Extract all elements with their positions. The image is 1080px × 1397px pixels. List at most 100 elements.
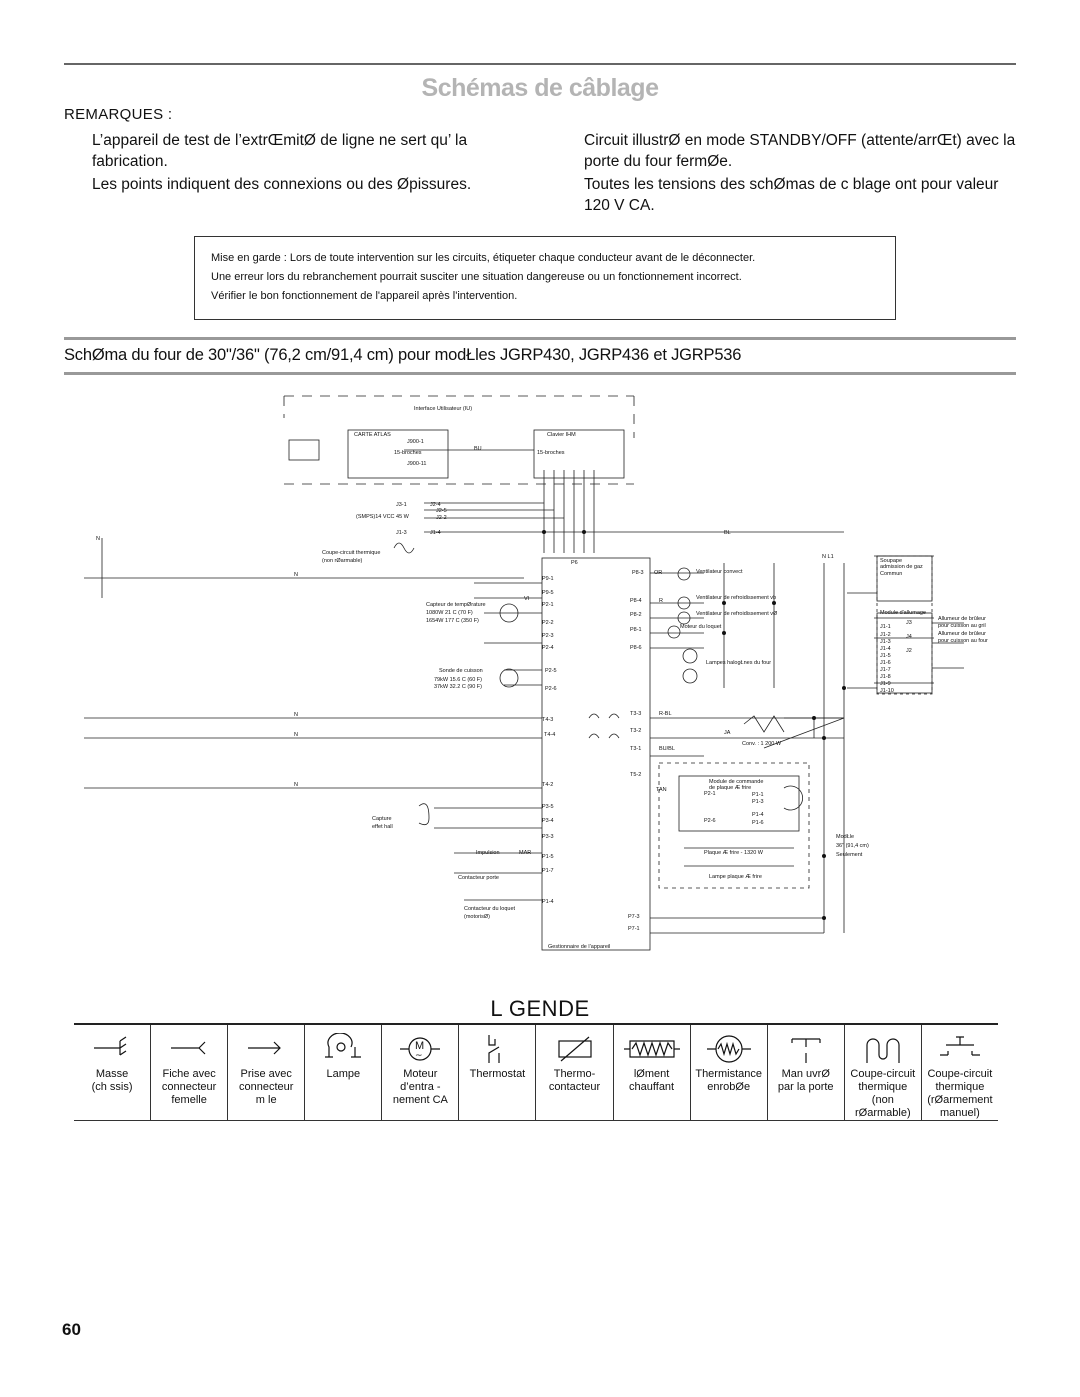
page-number: 60 bbox=[62, 1320, 81, 1339]
legend-cell: Man uvrØ par la porte bbox=[766, 1025, 844, 1120]
label-j900-1: J900-1 bbox=[407, 439, 424, 445]
svg-text:~: ~ bbox=[415, 1051, 423, 1061]
thermal-cutout-icon bbox=[866, 1038, 900, 1063]
thermistor-icon bbox=[706, 1035, 751, 1063]
legend-cell: Prise avec connecteur m le bbox=[227, 1025, 304, 1120]
label-igniter2b: pour cuisson au four bbox=[938, 638, 988, 644]
label-p2-1: P2-1 bbox=[542, 602, 554, 608]
label-p2-1b: P2-1 bbox=[704, 791, 716, 797]
label-j1-8: J1-8 bbox=[880, 674, 891, 680]
label-lock-motor: Moteur du loquet bbox=[680, 624, 722, 630]
label-latch-switch: Contacteur du loquet bbox=[464, 906, 516, 912]
label-p3-5: P3-5 bbox=[542, 804, 554, 810]
label-p8-4: P8-4 bbox=[630, 598, 642, 604]
label-p1-5: P1-5 bbox=[542, 854, 554, 860]
label-n-3: N bbox=[294, 732, 298, 738]
label-p9-1: P9-1 bbox=[542, 576, 554, 582]
label-p8-2: P8-2 bbox=[630, 612, 642, 618]
legend-label: Coupe-circuit thermique (non rØarmable) bbox=[850, 1068, 916, 1119]
label-j2-4: J2-4 bbox=[430, 502, 441, 508]
label-temp-a: 1080W 21 C (70 F) bbox=[426, 610, 473, 616]
label-gas: Soupape bbox=[880, 558, 902, 564]
section-rule-bottom bbox=[64, 372, 1016, 375]
thermostat-icon bbox=[488, 1035, 501, 1063]
label-t3-3: T3-3 bbox=[630, 711, 641, 717]
label-p7-3: P7-3 bbox=[628, 914, 640, 920]
label-smps: (SMPS)14 VCC 45 W bbox=[356, 514, 410, 520]
label-keypad: Clavier IHM bbox=[547, 432, 576, 438]
label-cutout2: (non rØarmable) bbox=[322, 558, 363, 564]
female-connector-icon bbox=[171, 1041, 206, 1055]
label-model-note3: Seulement bbox=[836, 852, 863, 858]
label-p8-3: P8-3 bbox=[632, 570, 644, 576]
label-p8-6: P8-6 bbox=[630, 645, 642, 651]
legend-cell: Thermostat bbox=[458, 1025, 535, 1120]
top-rule bbox=[64, 63, 1016, 65]
legend-cell: Fiche avec connecteur femelle bbox=[150, 1025, 227, 1120]
wiring-diagram: Interface Utilisateur (IU) CARTE ATLAS C… bbox=[84, 395, 988, 951]
svg-text:M: M bbox=[415, 1040, 424, 1052]
label-conv: Conv. : 1 200 W bbox=[742, 741, 782, 747]
warning-box: Mise en garde : Lors de toute interventi… bbox=[194, 236, 896, 320]
label-t3-2: T3-2 bbox=[630, 728, 641, 734]
label-wire-ja: JA bbox=[724, 730, 731, 736]
motor-icon: M~ bbox=[400, 1037, 441, 1061]
label-j1-1: J1-1 bbox=[880, 624, 891, 630]
legend-label: lØment chauffant bbox=[629, 1068, 675, 1093]
label-probe: Sonde de cuisson bbox=[439, 668, 483, 674]
legend-cell: Coupe-circuit thermique (rØarmement manu… bbox=[920, 1025, 998, 1120]
label-j4: J4 bbox=[906, 634, 912, 640]
label-capture2: effet hall bbox=[372, 824, 393, 830]
legend-cell: Coupe-circuit thermique (non rØarmable) bbox=[843, 1025, 921, 1120]
label-probe-a: 79kW 15.6 C (60 F) bbox=[434, 677, 482, 683]
label-wire-bl: BL bbox=[724, 530, 731, 536]
label-halogen: Lampes halogŁnes du four bbox=[706, 660, 771, 666]
label-p2-3: P2-3 bbox=[542, 633, 554, 639]
label-p2-6b: P2-6 bbox=[704, 818, 716, 824]
manual-reset-cutout-icon bbox=[939, 1036, 980, 1056]
legend-label: Thermostat bbox=[469, 1068, 526, 1080]
label-probe-b: 37kW 32.2 C (90 F) bbox=[434, 684, 482, 690]
label-p2-2: P2-2 bbox=[542, 620, 554, 626]
note-right-2: Toutes les tensions des schØmas de c bla… bbox=[584, 176, 999, 214]
label-p2-6: P2-6 bbox=[545, 686, 557, 692]
warning-line-3: Vérifier le bon fonctionnement de l'appa… bbox=[211, 290, 518, 302]
legend-label: Thermo- contacteur bbox=[548, 1068, 601, 1093]
label-igniter1b: pour cuisson au gril bbox=[938, 623, 986, 629]
label-n-l1: N L1 bbox=[822, 554, 834, 560]
label-j1-4b: J1-4 bbox=[430, 530, 441, 536]
label-p1-6: P1-6 bbox=[752, 820, 764, 826]
label-n-4: N bbox=[294, 782, 298, 788]
label-impulsion: Impulsion bbox=[476, 850, 500, 856]
legend-label: Thermistance enrobØe bbox=[695, 1068, 762, 1093]
label-t4-2: T4-2 bbox=[542, 782, 553, 788]
label-wire-bu: BU bbox=[474, 446, 482, 452]
heating-element-icon bbox=[623, 1040, 680, 1058]
legend-title: L GENDE bbox=[490, 996, 590, 1021]
legend-label: Masse (ch ssis) bbox=[91, 1068, 133, 1093]
label-cutout: Coupe-circuit thermique bbox=[322, 550, 380, 556]
label-model-note2: 36" (91,4 cm) bbox=[836, 843, 869, 849]
label-wire-mar: MAR bbox=[519, 850, 531, 856]
label-j2: J2 bbox=[906, 648, 912, 654]
label-p1-7: P1-7 bbox=[542, 868, 554, 874]
label-module2: de plaque Æ frire bbox=[709, 785, 751, 791]
label-door-switch: Contacteur porte bbox=[458, 875, 499, 881]
label-p6: P6 bbox=[571, 560, 578, 566]
label-j1-3: J1-3 bbox=[880, 639, 891, 645]
lamp-icon bbox=[325, 1033, 362, 1058]
legend-label: Prise avec connecteur m le bbox=[238, 1068, 294, 1106]
label-conv-fan: Ventilateur convect bbox=[696, 569, 743, 575]
label-j1-6: J1-6 bbox=[880, 660, 891, 666]
legend-cell: lØment chauffant bbox=[612, 1025, 690, 1120]
label-igniter2: Allumeur de brûleur bbox=[938, 631, 986, 637]
legend-label: Man uvrØ par la porte bbox=[777, 1068, 834, 1093]
male-connector-icon bbox=[248, 1041, 282, 1055]
page-title: Schémas de câblage bbox=[421, 74, 659, 102]
label-gas2: admission de gaz bbox=[880, 564, 923, 570]
label-j1-4: J1-4 bbox=[880, 646, 891, 652]
note-left-1: L’appareil de test de l’extrŒmitØ de lig… bbox=[92, 132, 468, 170]
label-p1-4: P1-4 bbox=[542, 899, 554, 905]
section-rule-top bbox=[64, 337, 1016, 340]
legend-cell: Thermo- contacteur bbox=[535, 1025, 612, 1120]
